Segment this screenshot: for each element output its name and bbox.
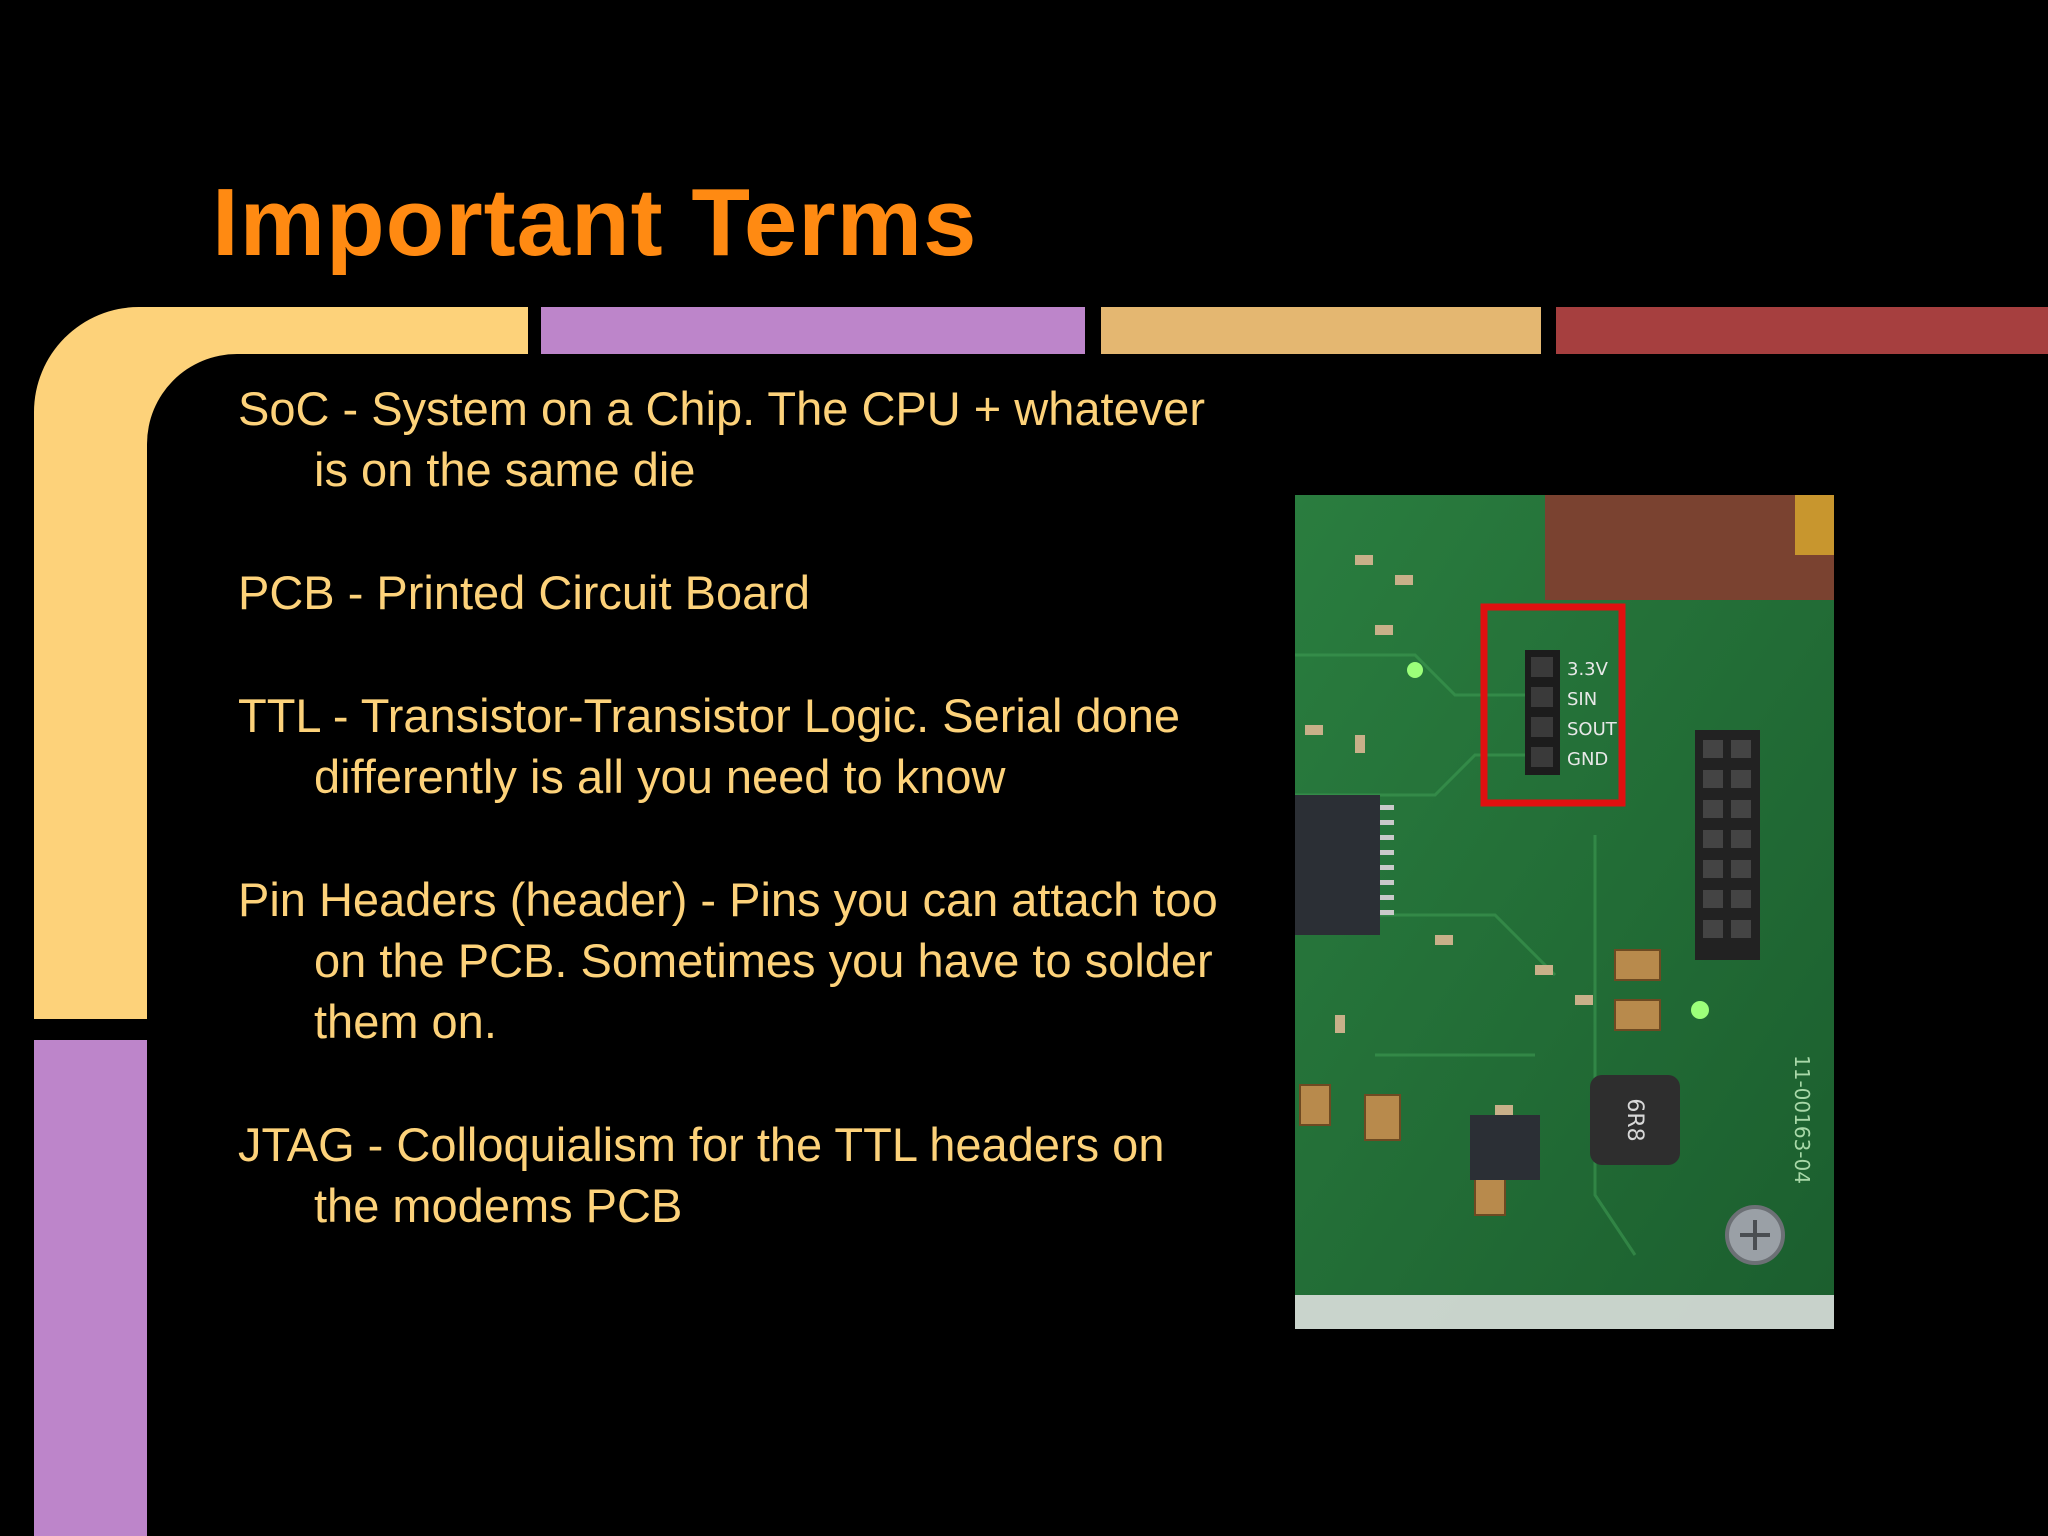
header-label-sin: SIN — [1567, 689, 1597, 710]
led-green-2 — [1691, 1001, 1709, 1019]
connector-block — [1545, 495, 1834, 600]
frame-bar-purple — [541, 307, 1085, 354]
pcb-photo: 6R8 3.3V SIN SOUT GND — [1295, 495, 1834, 1329]
slide-title: Important Terms — [212, 169, 978, 276]
term-jtag: JTAG - Colloquialism for the TTL headers… — [238, 1118, 1165, 1232]
inductor — [1590, 1075, 1680, 1165]
frame-bar-tan — [1101, 307, 1541, 354]
term-ttl: TTL - Transistor-Transistor Logic. Seria… — [238, 689, 1181, 803]
pcb-illustration: 6R8 3.3V SIN SOUT GND — [1295, 495, 1834, 1329]
regulator-ic — [1470, 1115, 1540, 1180]
header-label-gnd: GND — [1567, 749, 1608, 770]
board-id: 11-00163-04 — [1790, 1055, 1814, 1184]
terms-list: SoC - System on a Chip. The CPU + whatev… — [238, 378, 1238, 1298]
highlight-box — [1480, 603, 1626, 807]
frame-bar-red — [1556, 307, 2048, 354]
term-soc: SoC - System on a Chip. The CPU + whatev… — [238, 382, 1205, 496]
frame-corner-inner — [147, 354, 747, 1054]
frame-side-purple — [34, 1040, 147, 1536]
chip — [1295, 795, 1380, 935]
led-green — [1407, 662, 1423, 678]
term-pin-headers: Pin Headers (header) - Pins you can atta… — [238, 873, 1218, 1048]
term-pcb: PCB - Printed Circuit Board — [238, 566, 811, 619]
inductor-label: 6R8 — [1622, 1098, 1647, 1141]
header-label-sout: SOUT — [1567, 719, 1618, 740]
header-label-3v3: 3.3V — [1567, 659, 1609, 680]
